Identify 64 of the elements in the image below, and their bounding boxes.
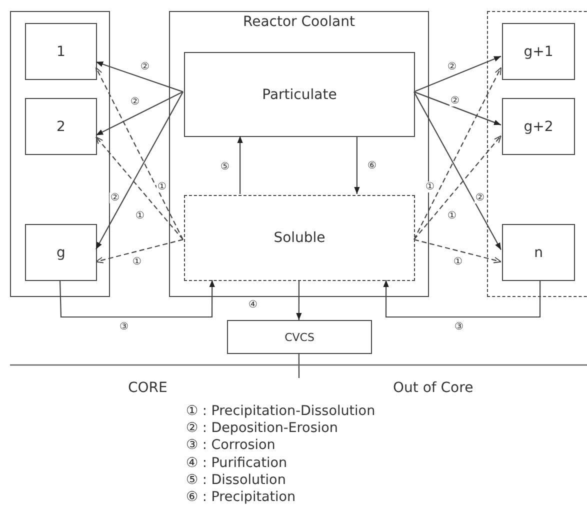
key-text: ④ : Purification: [186, 454, 288, 472]
arrow: [96, 67, 184, 240]
connector-line: [298, 354, 300, 378]
arrow: [414, 91, 502, 126]
node-label: Soluble: [274, 230, 326, 246]
arrow: [383, 280, 541, 318]
arrow: [414, 92, 502, 250]
edge-label: ②: [110, 192, 120, 204]
arrow: [237, 136, 243, 194]
edge-label: ⑥: [366, 160, 378, 172]
edge-label: ②: [130, 96, 140, 108]
edge-label: ③: [454, 322, 464, 332]
arrow: [96, 136, 184, 240]
edge-label: ①: [156, 182, 168, 192]
process-box: [502, 224, 575, 281]
key-text: ② : Deposition-Erosion: [186, 420, 338, 438]
key-text: ⑤ : Dissolution: [186, 472, 286, 489]
arrow: [414, 67, 502, 240]
arrow: [354, 136, 360, 194]
arrow: [414, 239, 502, 264]
edge-label: ②: [446, 62, 458, 72]
edge-label: ①: [446, 210, 458, 222]
node-label: Particulate: [262, 86, 337, 102]
edge-label: ⑤: [220, 162, 230, 172]
node-label: g: [56, 244, 66, 260]
edge-label: ①: [424, 182, 436, 192]
edge-label: ②: [450, 96, 460, 106]
process-box: [184, 195, 415, 281]
node-label: CVCS: [284, 330, 314, 344]
node-label: g+1: [524, 44, 554, 60]
arrow: [59, 280, 215, 318]
process-box: [25, 23, 97, 80]
edge-label: ①: [132, 256, 142, 268]
group-title: Reactor Coolant: [242, 14, 356, 30]
arrow: [414, 56, 502, 92]
edge-label: ②: [140, 62, 150, 72]
node-label: 2: [56, 118, 66, 134]
arrow: [96, 61, 184, 92]
edge-label: ①: [134, 210, 146, 222]
arrow: [96, 92, 184, 250]
edge-label: ①: [452, 256, 464, 268]
region-label: CORE: [128, 380, 168, 396]
process-box: [184, 52, 415, 137]
arrow: [96, 91, 184, 136]
group-box: [487, 11, 587, 297]
process-box: [25, 98, 97, 155]
key-text: ③ : Corrosion: [186, 437, 276, 454]
process-box: [227, 320, 372, 354]
group-box: [10, 11, 110, 297]
edge-label: ③: [118, 322, 130, 332]
arrow: [96, 239, 184, 264]
node-label: n: [534, 244, 543, 260]
process-box: [25, 224, 97, 281]
node-label: 1: [56, 44, 66, 60]
process-box: [502, 23, 575, 80]
edge-label: ②: [474, 192, 486, 204]
node-label: g+2: [524, 118, 554, 134]
arrow: [414, 135, 502, 240]
key-text: ⑥ : Precipitation: [186, 489, 296, 506]
region-label: Out of Core: [393, 380, 474, 396]
arrow: [296, 280, 302, 320]
process-box: [502, 98, 575, 155]
edge-label: ④: [248, 300, 258, 310]
key-text: ① : Precipitation-Dissolution: [186, 403, 376, 420]
